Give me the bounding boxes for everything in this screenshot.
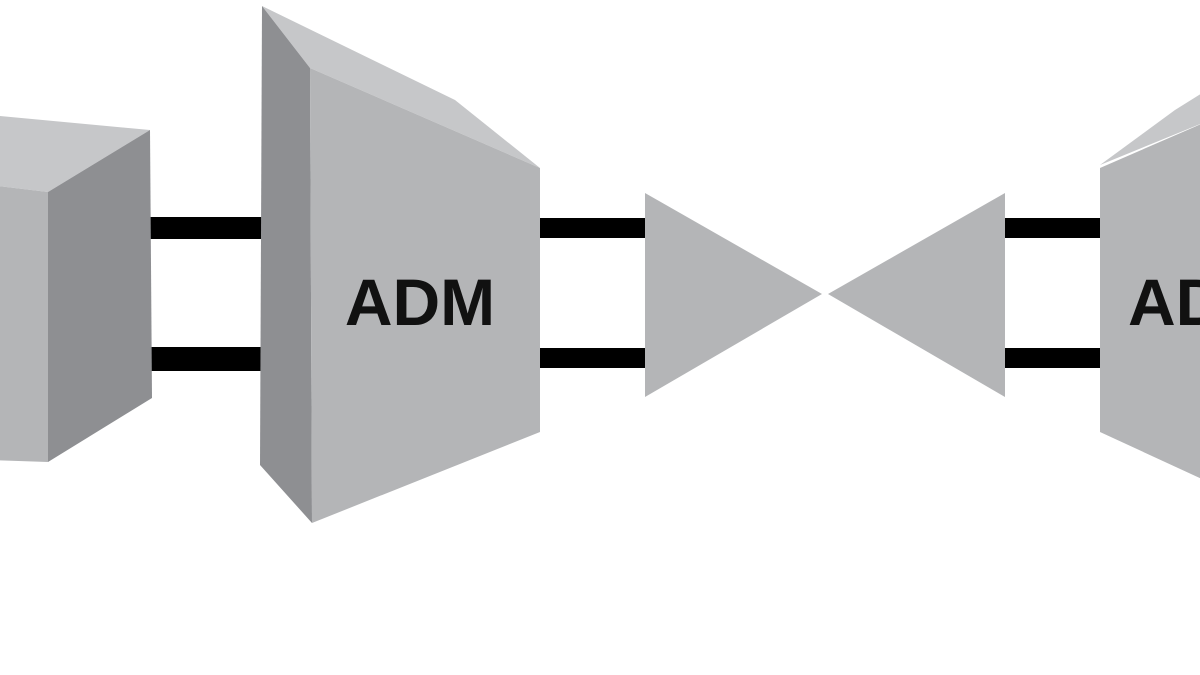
amplifier-pair (645, 193, 1005, 397)
node-right: AD (1100, 94, 1200, 479)
amplifier-left-pointing (828, 193, 1005, 397)
node-adm: ADM (260, 6, 540, 523)
adm-front-face (310, 68, 540, 523)
right-node-label: AD (1128, 265, 1200, 339)
right-node-front-face (1100, 124, 1200, 479)
link-line-lower (538, 348, 650, 368)
adm-label: ADM (345, 265, 495, 339)
link-line-upper (538, 218, 650, 238)
right-node-top-face (1100, 94, 1200, 165)
cube-side-face (48, 130, 152, 462)
node-left-cube (0, 115, 152, 462)
cube-top-face (0, 115, 150, 192)
link-line-lower (1002, 348, 1104, 368)
cube-front-face (0, 186, 48, 462)
adm-left-face (260, 6, 312, 523)
link-line-upper (1002, 218, 1104, 238)
adm-top-face (262, 6, 540, 168)
amplifier-right-pointing (645, 193, 822, 397)
link-adm-to-amplifier (538, 218, 650, 368)
link-amplifier-to-right-node (1002, 218, 1104, 368)
